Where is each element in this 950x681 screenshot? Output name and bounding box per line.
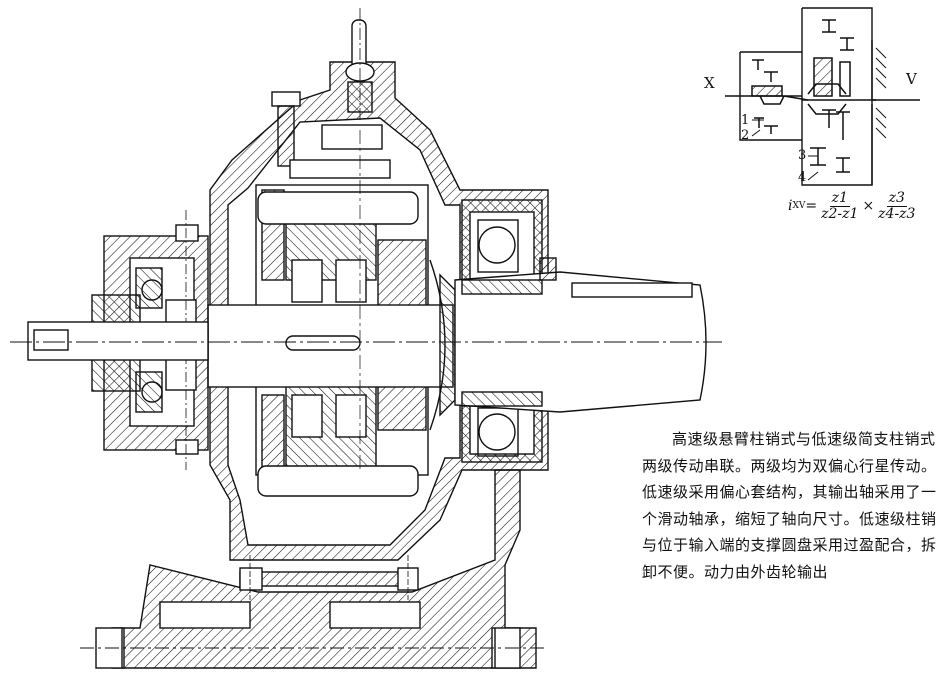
input-shaft-label: X (704, 74, 715, 92)
gear-label-3: 3 (798, 148, 807, 163)
lifting-eyebolt (345, 8, 375, 120)
top-bolt (271, 91, 301, 167)
gear-label-4: 4 (798, 170, 807, 185)
ratio-subscript: XV (792, 201, 806, 211)
fraction-1-numerator: z1 (829, 189, 850, 207)
fraction-2-denominator: z4-z3 (878, 205, 916, 222)
output-shaft-label: V (906, 70, 917, 88)
fraction-stage-2: z3 z4-z3 (876, 189, 917, 222)
fraction-1-denominator: z2-z1 (821, 205, 859, 222)
ratio-symbol: i (788, 198, 793, 214)
fraction-2-numerator: z3 (886, 189, 907, 207)
output-shaft (454, 257, 707, 413)
kinematic-schematic (725, 7, 920, 186)
times-sign: × (862, 198, 875, 214)
gear-label-2: 2 (741, 128, 750, 143)
bottom-tie-bolt (239, 555, 419, 600)
description-text: 高速级悬臂柱销式与低速级简支柱销式两级传动串联。两级均为双偏心行星传动。低速级采… (642, 430, 937, 581)
main-section-view (10, 8, 722, 669)
fraction-stage-1: z1 z2-z1 (819, 189, 860, 222)
gear-label-1: 1 (741, 113, 750, 128)
schematic-leaders (751, 119, 819, 181)
base-foot (80, 469, 545, 669)
equals-sign: = (805, 198, 818, 214)
input-shaft (27, 321, 209, 361)
